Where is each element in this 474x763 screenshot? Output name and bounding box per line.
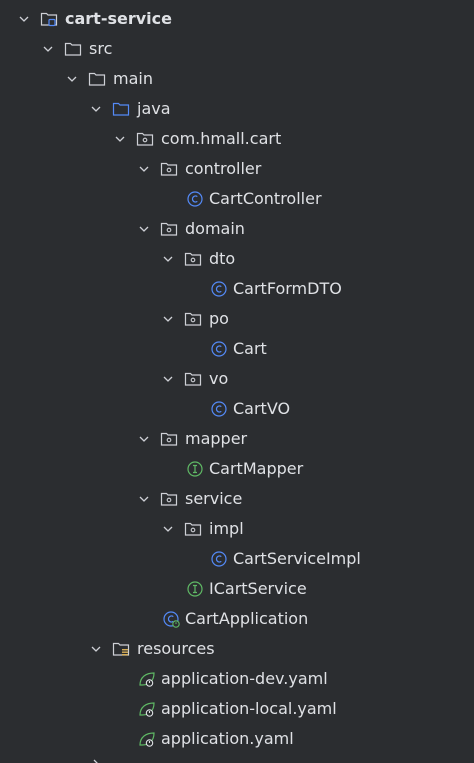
tree-item-cart[interactable]: Cart xyxy=(0,334,474,364)
chevron-down-icon[interactable] xyxy=(112,131,128,147)
tree-item-label: Cart xyxy=(233,339,267,358)
tree-item-cartformdto[interactable]: CartFormDTO xyxy=(0,274,474,304)
chevron-down-icon[interactable] xyxy=(88,101,104,117)
tree-item-impl[interactable]: impl xyxy=(0,514,474,544)
chevron-down-icon[interactable] xyxy=(40,41,56,57)
class-icon xyxy=(186,190,204,208)
tree-item-label: service xyxy=(185,489,243,508)
tree-item-cartapplication[interactable]: CartApplication xyxy=(0,604,474,634)
tree-item-service[interactable]: service xyxy=(0,484,474,514)
package-icon xyxy=(184,520,202,538)
package-icon xyxy=(160,220,178,238)
tree-item-label: controller xyxy=(185,159,262,178)
tree-item-main[interactable]: main xyxy=(0,64,474,94)
tree-item-domain[interactable]: domain xyxy=(0,214,474,244)
tree-item-label: com.hmall.cart xyxy=(161,129,282,148)
tree-item-label: main xyxy=(113,69,153,88)
tree-item-label: domain xyxy=(185,219,245,238)
class-icon xyxy=(210,280,228,298)
tree-item-cartcontroller[interactable]: CartController xyxy=(0,184,474,214)
tree-item-label: po xyxy=(209,309,229,328)
tree-item-mapper[interactable]: mapper xyxy=(0,424,474,454)
tree-item-dto[interactable]: dto xyxy=(0,244,474,274)
tree-item-label: resources xyxy=(137,639,215,658)
tree-item-label: ICartService xyxy=(209,579,307,598)
tree-item-label: java xyxy=(137,99,171,118)
chevron-down-icon[interactable] xyxy=(160,521,176,537)
tree-item-com-hmall-cart[interactable]: com.hmall.cart xyxy=(0,124,474,154)
chevron-down-icon[interactable] xyxy=(136,161,152,177)
tree-item-po[interactable]: po xyxy=(0,304,474,334)
tree-item-cart-service[interactable]: cart-service xyxy=(0,4,474,34)
tree-item-cartvo[interactable]: CartVO xyxy=(0,394,474,424)
interface-icon xyxy=(186,580,204,598)
tree-item-label: mapper xyxy=(185,429,248,448)
tree-item-vo[interactable]: vo xyxy=(0,364,474,394)
tree-item-application-dev-yaml[interactable]: application-dev.yaml xyxy=(0,664,474,694)
tree-item-partial xyxy=(0,754,474,763)
tree-item-label: CartController xyxy=(209,189,322,208)
tree-item-label: CartApplication xyxy=(185,609,309,628)
tree-item-label: CartServiceImpl xyxy=(233,549,361,568)
tree-item-application-local-yaml[interactable]: application-local.yaml xyxy=(0,694,474,724)
tree-item-java[interactable]: java xyxy=(0,94,474,124)
spring-yaml-icon xyxy=(138,670,156,688)
package-icon xyxy=(160,160,178,178)
chevron-down-icon[interactable] xyxy=(160,311,176,327)
chevron-down-icon[interactable] xyxy=(88,641,104,657)
tree-item-resources[interactable]: resources xyxy=(0,634,474,664)
chevron-down-icon[interactable] xyxy=(64,71,80,87)
folder-icon xyxy=(64,40,82,58)
chevron-right-icon xyxy=(88,756,104,763)
package-icon xyxy=(184,310,202,328)
spring-yaml-icon xyxy=(138,700,156,718)
tree-item-controller[interactable]: controller xyxy=(0,154,474,184)
folder-icon xyxy=(88,70,106,88)
class-icon xyxy=(210,340,228,358)
spring-boot-class-icon xyxy=(162,610,180,628)
chevron-down-icon[interactable] xyxy=(16,11,32,27)
chevron-down-icon[interactable] xyxy=(136,431,152,447)
tree-item-label: application.yaml xyxy=(161,729,294,748)
package-icon xyxy=(160,490,178,508)
tree-item-cartmapper[interactable]: CartMapper xyxy=(0,454,474,484)
module-folder-icon xyxy=(40,10,58,28)
source-root-folder-icon xyxy=(112,100,130,118)
tree-item-label: src xyxy=(89,39,113,58)
class-icon xyxy=(210,550,228,568)
tree-item-label: CartMapper xyxy=(209,459,304,478)
package-icon xyxy=(184,370,202,388)
tree-item-application-yaml[interactable]: application.yaml xyxy=(0,724,474,754)
chevron-down-icon[interactable] xyxy=(136,491,152,507)
package-icon xyxy=(160,430,178,448)
spring-yaml-icon xyxy=(138,730,156,748)
package-icon xyxy=(184,250,202,268)
interface-icon xyxy=(186,460,204,478)
tree-item-label: vo xyxy=(209,369,229,388)
tree-item-cartserviceimpl[interactable]: CartServiceImpl xyxy=(0,544,474,574)
resources-folder-icon xyxy=(112,640,130,658)
tree-item-label: impl xyxy=(209,519,244,538)
tree-item-label: application-dev.yaml xyxy=(161,669,328,688)
chevron-down-icon[interactable] xyxy=(160,371,176,387)
tree-item-label: application-local.yaml xyxy=(161,699,337,718)
tree-item-icartservice[interactable]: ICartService xyxy=(0,574,474,604)
tree-item-label: CartFormDTO xyxy=(233,279,342,298)
tree-item-label: dto xyxy=(209,249,236,268)
tree-item-label: CartVO xyxy=(233,399,291,418)
class-icon xyxy=(210,400,228,418)
chevron-down-icon[interactable] xyxy=(160,251,176,267)
package-icon xyxy=(136,130,154,148)
tree-item-src[interactable]: src xyxy=(0,34,474,64)
tree-item-label: cart-service xyxy=(65,9,172,28)
chevron-down-icon[interactable] xyxy=(136,221,152,237)
